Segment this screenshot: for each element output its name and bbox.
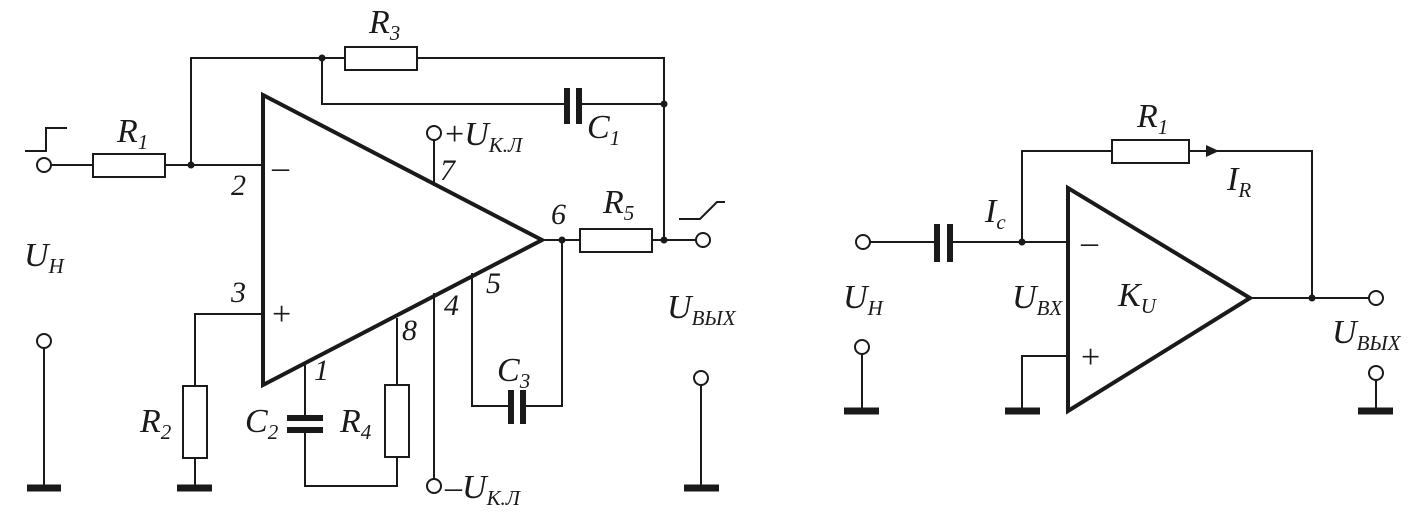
pin-label-7: 7 — [440, 154, 457, 187]
right-input-terminal — [855, 234, 871, 250]
label-c2: C2 — [245, 403, 279, 444]
label-r1-right: R1 — [1136, 98, 1168, 139]
pin-label-1: 1 — [314, 354, 329, 387]
resistor-r4 — [384, 384, 410, 458]
junction-node — [660, 100, 668, 108]
wire-r3-right — [416, 57, 665, 241]
wire-c2-r4-loop — [304, 429, 398, 487]
wire-c3-output — [522, 239, 563, 407]
right-noninverting-sign: + — [1081, 339, 1100, 376]
label-u-out: UВЫХ — [667, 289, 737, 330]
current-arrow — [1206, 145, 1219, 157]
resistor-r1-right — [1111, 139, 1190, 164]
label-c3: C3 — [497, 352, 530, 393]
noninverting-sign: + — [272, 296, 291, 333]
label-supply-neg: –UК.Л — [444, 469, 522, 510]
output-ground-terminal — [693, 370, 709, 386]
wire-c1-left — [321, 57, 568, 105]
resistor-r5 — [579, 228, 653, 253]
resistor-r3 — [344, 46, 418, 71]
input-ground-terminal — [36, 333, 52, 349]
label-r3: R3 — [368, 4, 400, 45]
wire-feedback-top — [190, 57, 346, 166]
supply-pos-terminal — [426, 125, 442, 141]
wire-pin5-c3 — [471, 273, 512, 407]
label-r1: R1 — [116, 113, 148, 154]
label-supply-pos: +UК.Л — [445, 116, 524, 157]
wire-noninverting — [194, 313, 264, 387]
label-u-in: UН — [24, 237, 66, 278]
right-output-terminal — [1368, 290, 1384, 306]
label-r2: R2 — [139, 403, 172, 444]
label-r4: R4 — [339, 403, 372, 444]
label-u-in-right: UН — [843, 279, 885, 320]
wire-feedback-left — [1021, 150, 1113, 243]
label-c1: C1 — [587, 109, 620, 150]
left-circuit: R1 R3 C1 R5 C3 R2 C2 R4 UН UВЫХ +UК.Л –U… — [24, 4, 737, 510]
input-terminal — [36, 157, 52, 173]
label-k-u: KU — [1117, 277, 1158, 318]
label-u-out-right: UВЫХ — [1332, 314, 1402, 355]
wire-right-noninverting — [1021, 355, 1069, 412]
label-i-r: IR — [1226, 161, 1251, 202]
pin-label-4: 4 — [444, 289, 459, 322]
left-opamp-triangle — [261, 91, 547, 389]
output-terminal — [695, 232, 711, 248]
right-inverting-sign: – — [1080, 224, 1099, 261]
output-ramp-waveform — [679, 201, 725, 220]
resistor-r1 — [92, 153, 166, 178]
right-input-ground-terminal — [854, 339, 870, 355]
right-circuit: R1 Ic IR UН UBX KU UВЫХ – + — [843, 98, 1402, 415]
pin-label-2: 2 — [231, 169, 246, 202]
pin-label-3: 3 — [230, 276, 246, 309]
pin-label-5: 5 — [486, 267, 501, 300]
label-u-bx: UBX — [1012, 279, 1063, 320]
right-output-ground-terminal — [1368, 365, 1384, 381]
resistor-r2 — [182, 385, 208, 459]
pin-label-6: 6 — [551, 198, 566, 231]
junction-node — [660, 236, 668, 244]
inverting-sign: – — [271, 149, 290, 186]
junction-node — [1308, 294, 1316, 302]
pin-label-8: 8 — [402, 314, 417, 347]
wire-feedback-right — [1188, 150, 1313, 299]
label-r5: R5 — [602, 184, 634, 225]
supply-neg-terminal — [426, 478, 442, 494]
label-i-c: Ic — [984, 193, 1006, 234]
right-opamp-triangle — [1066, 184, 1254, 415]
input-step-waveform — [25, 127, 67, 152]
